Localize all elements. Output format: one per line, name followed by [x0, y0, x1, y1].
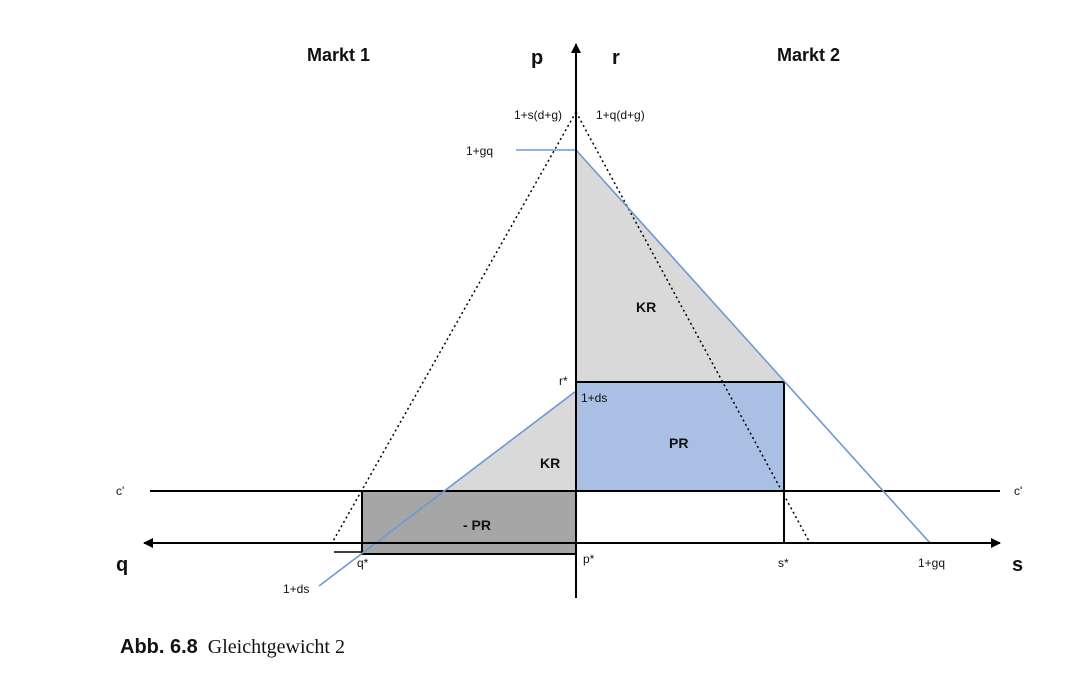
label-1-s-d-g: 1+s(d+g)	[514, 108, 562, 122]
blue-demand-line-right	[575, 149, 931, 544]
label-1-ds-mid: 1+ds	[581, 391, 607, 405]
label-1-gq-bottom: 1+gq	[918, 556, 945, 570]
market-1-title: Markt 1	[307, 45, 370, 65]
label-c-prime-left: c'	[116, 484, 124, 498]
label-c-prime-right: c'	[1014, 484, 1022, 498]
kr-lower-label: KR	[540, 455, 560, 471]
blue-demand-line-left	[318, 390, 577, 587]
neg-pr-label: - PR	[463, 517, 491, 533]
label-r-star: r*	[559, 374, 568, 388]
pr-region	[575, 381, 785, 492]
label-p-star: p*	[583, 552, 595, 566]
label-1-q-d-g: 1+q(d+g)	[596, 108, 645, 122]
figure-caption: Abb. 6.8 Gleichtgewicht 2	[120, 636, 345, 659]
label-s-star: s*	[778, 556, 789, 570]
axis-label-p: p	[531, 47, 543, 69]
label-q-star: q*	[357, 556, 369, 570]
axis-label-q: q	[116, 554, 128, 576]
label-1-ds-bottom: 1+ds	[283, 582, 309, 596]
kr-upper-label: KR	[636, 299, 656, 315]
pr-label: PR	[669, 435, 688, 451]
caption-text: Gleichtgewicht 2	[207, 636, 345, 658]
caption-label: Abb. 6.8	[120, 636, 198, 658]
label-1-gq-top: 1+gq	[466, 144, 493, 158]
market-2-title: Markt 2	[777, 45, 840, 65]
dotted-line-right	[575, 111, 811, 544]
axis-label-s: s	[1012, 554, 1023, 576]
axis-label-r: r	[612, 47, 620, 69]
